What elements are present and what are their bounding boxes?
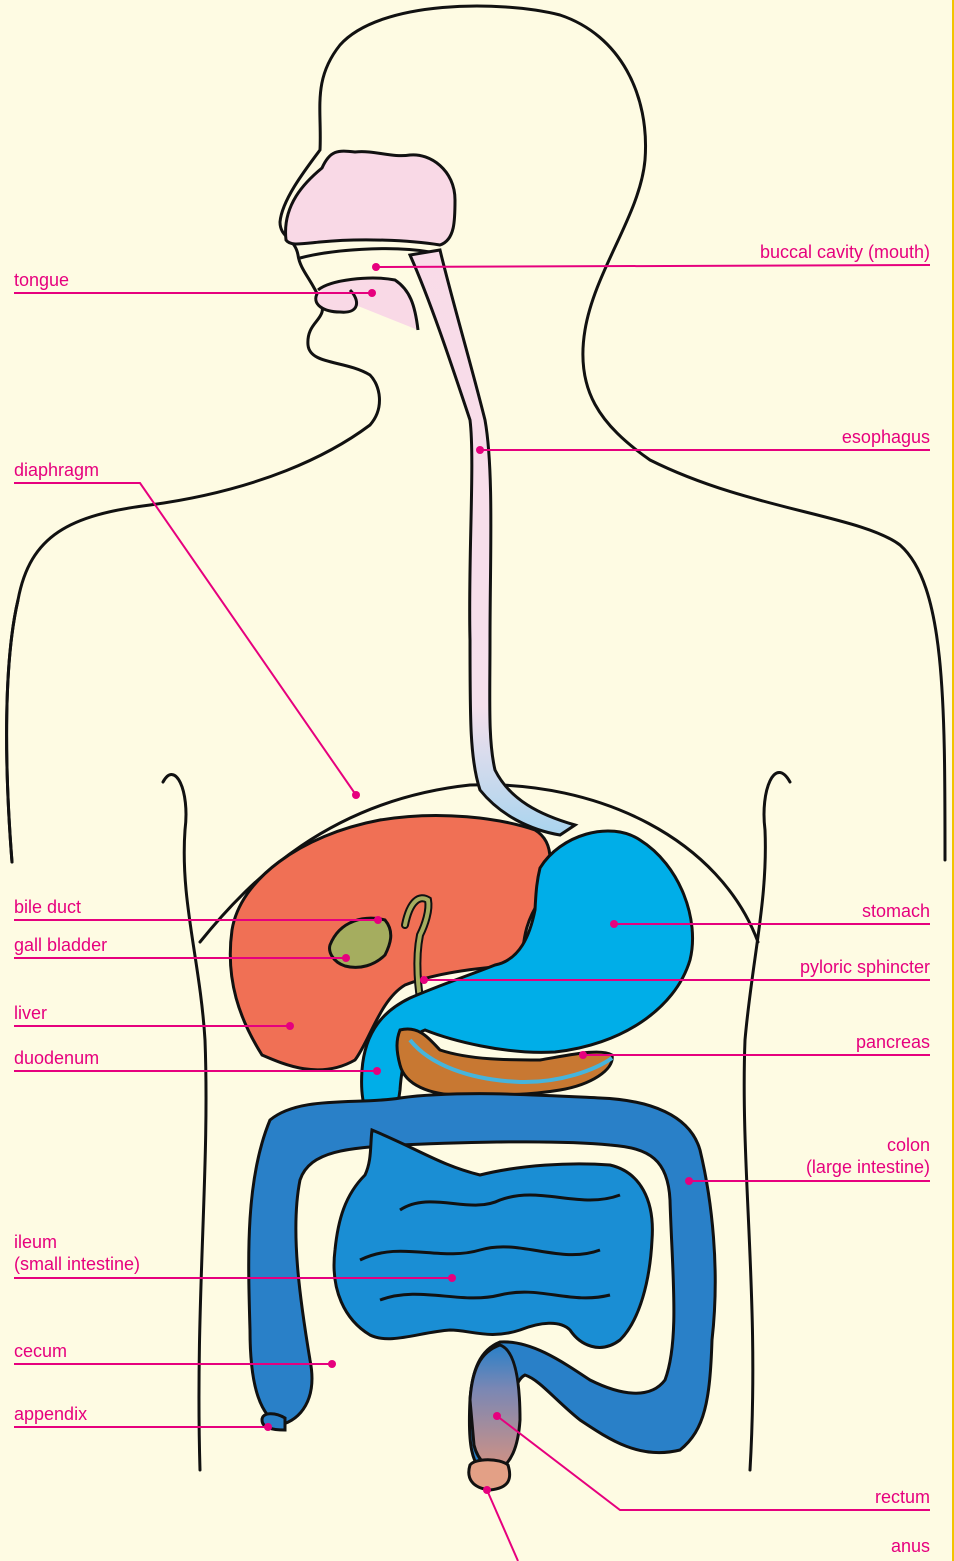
esophagus-organ <box>410 250 575 835</box>
label-bile-duct: bile duct <box>14 897 81 918</box>
label-pancreas: pancreas <box>856 1032 930 1053</box>
label-colon: colon <box>887 1135 930 1156</box>
label-buccal-cavity: buccal cavity (mouth) <box>760 242 930 263</box>
leader-rectum <box>497 1416 930 1510</box>
leader-anus <box>487 1490 518 1561</box>
anus-organ <box>469 1460 510 1490</box>
label-anus: anus <box>891 1536 930 1557</box>
label-cecum: cecum <box>14 1341 67 1362</box>
label-diaphragm: diaphragm <box>14 460 99 481</box>
label-ileum-sub: (small intestine) <box>14 1254 140 1275</box>
label-pyloric-sphincter: pyloric sphincter <box>800 957 930 978</box>
label-esophagus: esophagus <box>842 427 930 448</box>
label-tongue: tongue <box>14 270 69 291</box>
label-colon-sub: (large intestine) <box>806 1157 930 1178</box>
label-rectum: rectum <box>875 1487 930 1508</box>
label-duodenum: duodenum <box>14 1048 99 1069</box>
leader-buccal-cavity <box>376 265 930 267</box>
label-liver: liver <box>14 1003 47 1024</box>
label-gall-bladder: gall bladder <box>14 935 107 956</box>
label-stomach: stomach <box>862 901 930 922</box>
label-appendix: appendix <box>14 1404 87 1425</box>
rectum-organ <box>470 1345 520 1470</box>
leader-diaphragm <box>14 483 356 795</box>
label-ileum: ileum <box>14 1232 57 1253</box>
small-intestine-organ <box>334 1130 652 1347</box>
